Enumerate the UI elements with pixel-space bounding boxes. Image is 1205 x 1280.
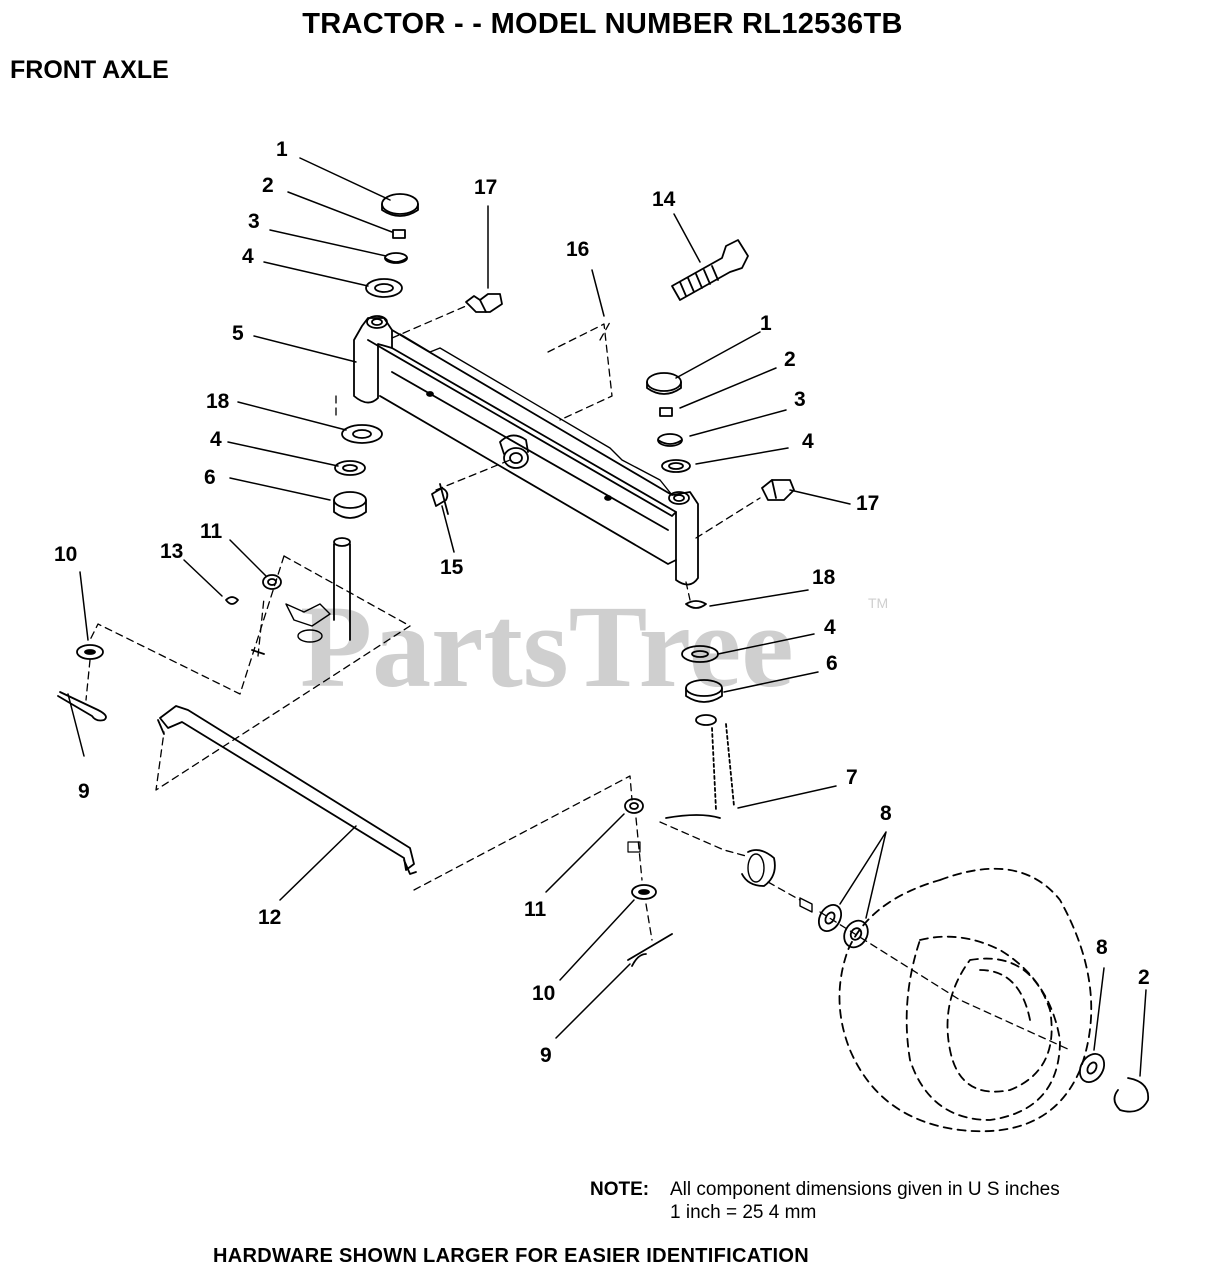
callout-9: 9 (78, 780, 90, 803)
callout-18: 18 (812, 566, 836, 589)
callout-4: 4 (210, 428, 222, 451)
watermark-text: PartsTree (300, 581, 794, 712)
cotter-pin-9-right (627, 933, 673, 967)
diagram-title: TRACTOR - - MODEL NUMBER RL12536TB (302, 8, 903, 40)
callout-3: 3 (794, 388, 806, 411)
left-spindle-hardware (251, 193, 419, 655)
callout-11: 11 (524, 898, 547, 921)
small-pin-13 (225, 596, 239, 605)
callout-17: 17 (856, 492, 879, 515)
callout-2: 2 (1138, 966, 1150, 989)
callout-5: 5 (232, 322, 244, 345)
callout-16: 16 (566, 238, 589, 261)
note-body: All component dimensions given in U S in… (670, 1178, 1060, 1224)
note-label: NOTE: (590, 1179, 650, 1200)
callout-14: 14 (652, 188, 676, 211)
callout-15: 15 (440, 556, 464, 579)
leader-lines (67, 157, 1147, 1077)
bushing-11-left (262, 574, 282, 590)
cotter-pin-15 (431, 483, 449, 515)
retaining-ring-2 (1113, 1077, 1150, 1113)
washer-8-outer (1078, 1052, 1106, 1084)
dimension-note: NOTE: All component dimensions given in U… (590, 1178, 1060, 1224)
callout-9: 9 (540, 1044, 552, 1067)
callout-10: 10 (532, 982, 555, 1005)
pivot-bolt (671, 239, 749, 301)
callout-11: 11 (200, 520, 223, 543)
callout-10: 10 (54, 543, 77, 566)
callout-4: 4 (242, 245, 254, 268)
callout-4: 4 (802, 430, 814, 453)
callout-17: 17 (474, 176, 497, 199)
callout-7: 7 (846, 766, 858, 789)
grease-fitting-right (761, 479, 795, 501)
hardware-footer-note: HARDWARE SHOWN LARGER FOR EASIER IDENTIF… (213, 1245, 809, 1267)
front-wheel (838, 867, 1093, 1133)
section-title: FRONT AXLE (10, 56, 169, 84)
callout-18: 18 (206, 390, 230, 413)
assembly-dashed-lines (85, 305, 1071, 1051)
callout-labels: 1 2 3 4 5 18 4 6 11 13 10 9 17 16 14 1 2… (54, 138, 1150, 1067)
tie-rod (157, 705, 417, 875)
callout-8: 8 (880, 802, 892, 825)
note-line-1: All component dimensions given in U S in… (670, 1179, 1060, 1200)
right-spindle-hardware (646, 372, 869, 949)
bushing-11-right (624, 798, 644, 853)
callout-8: 8 (1096, 936, 1108, 959)
callout-4: 4 (824, 616, 836, 639)
callout-1: 1 (760, 312, 772, 335)
callout-6: 6 (204, 466, 216, 489)
grease-fitting-left (465, 293, 503, 313)
callout-1: 1 (276, 138, 288, 161)
callout-6: 6 (826, 652, 838, 675)
note-line-2: 1 inch = 25 4 mm (670, 1202, 817, 1223)
washer-10-right (631, 884, 657, 900)
callout-12: 12 (258, 906, 281, 929)
washer-10-left (76, 644, 104, 660)
callout-2: 2 (784, 348, 796, 371)
watermark-trademark: TM (868, 595, 888, 611)
callout-3: 3 (248, 210, 260, 233)
callout-13: 13 (160, 540, 183, 563)
callout-2: 2 (262, 174, 274, 197)
front-axle-beam (353, 315, 699, 586)
cotter-pin-9-left (57, 691, 107, 722)
